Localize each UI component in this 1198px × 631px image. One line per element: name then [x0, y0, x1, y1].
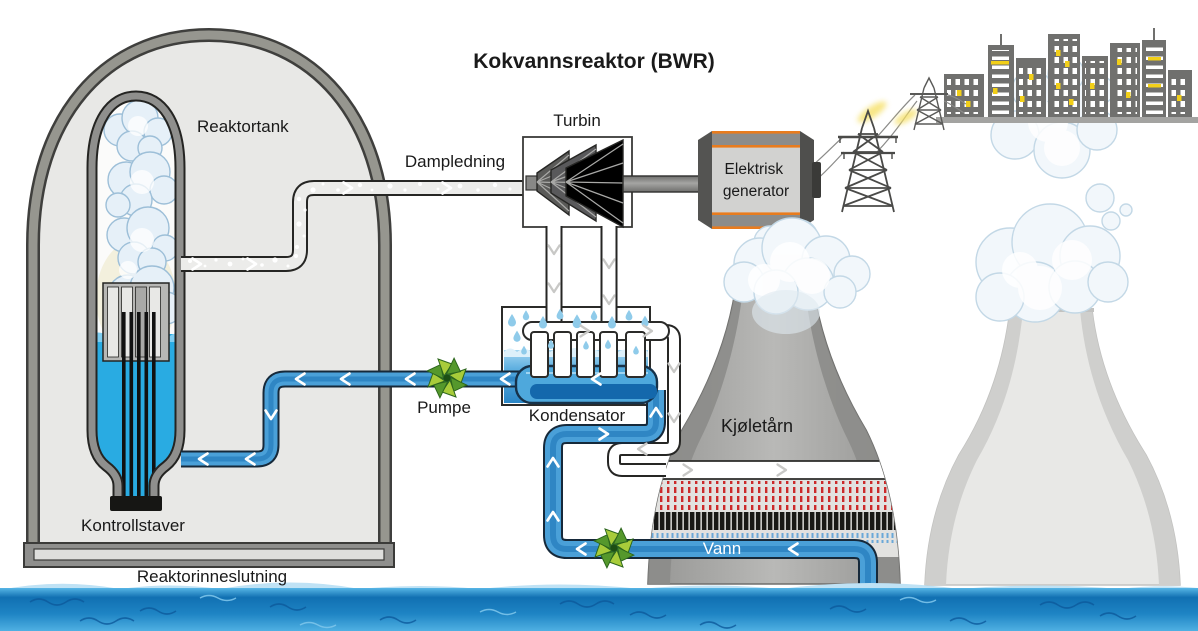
condenser-fingers	[530, 331, 646, 378]
circulation-pump-icon	[593, 527, 635, 569]
steam-cloud-main-tower	[723, 217, 871, 334]
electric-glow	[857, 101, 918, 125]
condenser-label: Kondensator	[529, 406, 626, 425]
city-skyline	[936, 28, 1198, 123]
turbine-exhaust-pipes	[545, 226, 618, 334]
control-rods-label: Kontrollstaver	[81, 516, 185, 535]
diagram-title: Kokvannsreaktor (BWR)	[473, 50, 715, 73]
turbine-rotor	[536, 138, 624, 229]
steam-header	[522, 321, 670, 378]
lit-windows	[957, 50, 1182, 107]
turbine	[522, 136, 701, 229]
steam-line-pipe	[181, 180, 523, 272]
control-rods	[122, 312, 156, 500]
power-pylon-small-icon	[910, 76, 948, 131]
electric-generator: Elektrisk generator	[698, 131, 821, 229]
turbine-label: Turbin	[553, 111, 601, 130]
pump-label: Pumpe	[417, 398, 471, 417]
sea	[0, 582, 1198, 631]
fill-packing	[648, 512, 900, 530]
containment-label: Reaktorinneslutning	[137, 567, 287, 586]
water-label: Vann	[703, 539, 741, 558]
hot-water-spray	[648, 481, 900, 510]
cooling-tower-main: Kjøletårn	[647, 275, 901, 585]
generator-terminal	[812, 162, 821, 198]
cooling-tower-label: Kjøletårn	[721, 416, 793, 436]
drive-shaft	[622, 175, 701, 193]
reactor-containment	[23, 27, 395, 568]
power-lines	[811, 93, 967, 185]
cooled-water-drip	[648, 532, 900, 543]
control-rod-drive	[110, 496, 162, 511]
power-pylon-icon	[838, 108, 898, 213]
cooling-water-pipe	[543, 390, 878, 602]
fuel-assembly	[102, 282, 170, 362]
warm-water-return-pipe	[607, 324, 681, 477]
steam-bubbles	[188, 182, 512, 268]
reactor-vessel	[86, 90, 186, 511]
pump-icon	[426, 357, 468, 399]
cooling-tower-background	[924, 308, 1181, 586]
reactor-tank-label: Reaktortank	[197, 117, 289, 136]
steam-line-label: Dampledning	[405, 152, 505, 171]
generator-label: Elektrisk generator	[723, 161, 789, 200]
